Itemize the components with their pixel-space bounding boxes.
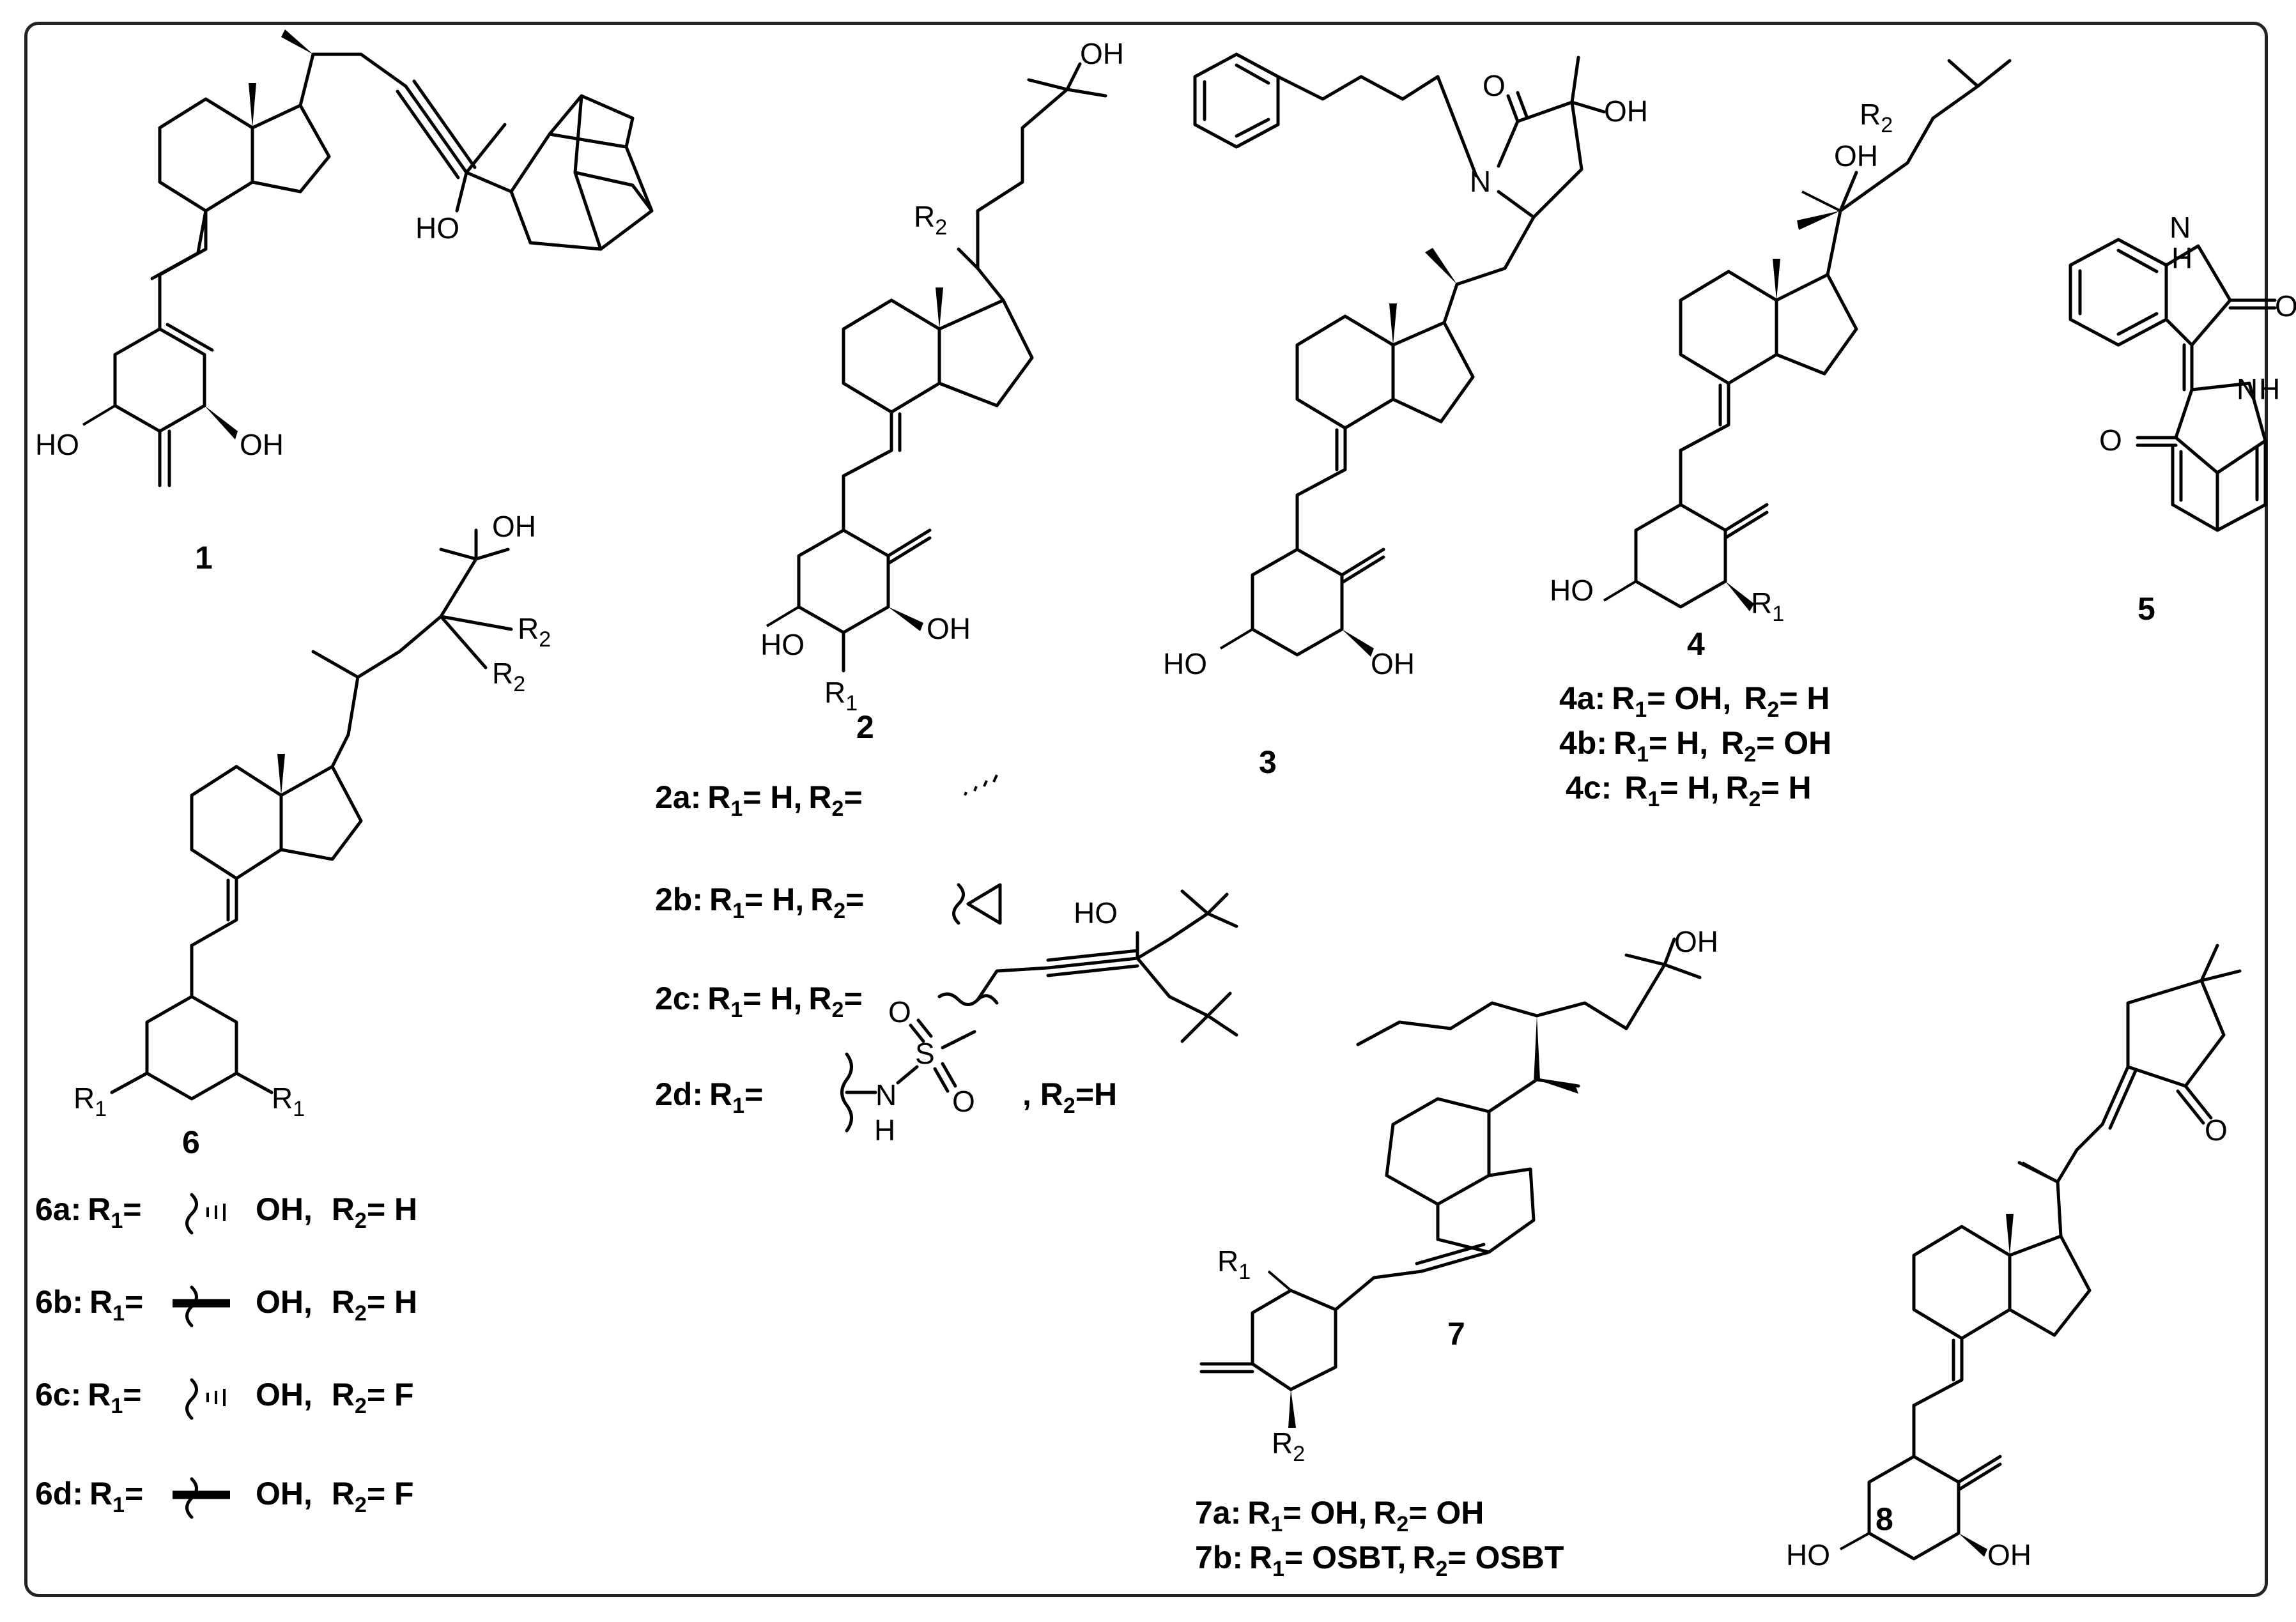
variant-2a: 2a:R1= H,R2= xyxy=(655,779,863,821)
variant-2d-r2: , R2=H xyxy=(1022,1076,1117,1118)
compound-3-label: 3 xyxy=(1259,744,1277,780)
r2-label: R2 xyxy=(914,200,947,240)
variant-6a: 6a:R1= xyxy=(35,1191,142,1233)
r2-label: R2 xyxy=(518,612,551,652)
variant-6a-r1: OH,R2= H xyxy=(256,1191,417,1233)
compound-5: N H O N H O 5 xyxy=(2069,211,2296,627)
r1-label: R1 xyxy=(824,676,858,715)
compound-2-label: 2 xyxy=(856,709,874,745)
hydroxyl-label: OH xyxy=(1371,647,1415,680)
hydroxyl-label: HO xyxy=(1074,896,1118,930)
variant-4a: 4a:R1= OH,R2= H xyxy=(1559,680,1830,722)
variant-2d: 2d:R1= xyxy=(655,1076,763,1118)
oxygen-label: O xyxy=(2275,289,2296,323)
hydroxyl-label: OH xyxy=(1604,95,1648,128)
hydrogen-label: H xyxy=(2259,372,2280,406)
nitrogen-label: N xyxy=(2169,211,2191,244)
compound-8-label: 8 xyxy=(1876,1501,1893,1537)
hydroxyl-label: OH xyxy=(1080,37,1124,70)
r1-label: R1 xyxy=(1217,1244,1251,1284)
variant-6c: 6c:R1= xyxy=(35,1377,142,1418)
hydroxyl-label: OH xyxy=(1834,139,1878,172)
compound-7: OH R1 R2 7 7a:R1= OH,R2= OH 7b:R1= OSBT,… xyxy=(1195,925,1718,1581)
oxygen-label: O xyxy=(1483,69,1506,102)
r1-label: R1 xyxy=(73,1082,107,1121)
compound-8: O HO OH 8 xyxy=(1786,944,2242,1572)
r1-label: R1 xyxy=(272,1082,305,1121)
hydroxyl-label: HO xyxy=(1163,647,1207,680)
hydroxyl-label: HO xyxy=(35,428,79,461)
compound-3: N O OH HO OH 3 xyxy=(1163,52,1648,780)
variant-6c-r1: OH,R2= F xyxy=(256,1377,414,1418)
variant-4b: 4b:R1= H,R2= OH xyxy=(1559,725,1831,767)
variants-6: 6a:R1= OH,R2= H 6b:R1= OH,R2= H 6c:R1= O… xyxy=(35,1191,417,1519)
variant-6d-r1: OH,R2= F xyxy=(256,1476,414,1517)
compound-5-label: 5 xyxy=(2138,591,2155,627)
r1-label: R1 xyxy=(1751,586,1784,626)
figure-panel xyxy=(24,22,2268,1597)
hydroxyl-label: HO xyxy=(1786,1538,1830,1572)
variant-2b: 2b:R1= H,R2= xyxy=(655,882,864,923)
compound-1: HO HO OH 1 xyxy=(35,29,654,576)
oxygen-label: O xyxy=(2099,424,2122,457)
variant-6d: 6d:R1= xyxy=(35,1476,143,1517)
hydroxyl-label: OH xyxy=(927,612,971,645)
nitrogen-label: N xyxy=(875,1078,897,1112)
compound-7-label: 7 xyxy=(1447,1316,1465,1352)
compound-4: R2 OH HO R1 4 4a:R1= OH,R2= H 4b:R1= H,R… xyxy=(1550,59,2012,811)
hydroxyl-label: HO xyxy=(760,628,805,661)
variant-6b: 6b:R1= xyxy=(35,1284,143,1326)
r2-label: R2 xyxy=(1272,1427,1305,1466)
variant-7a: 7a:R1= OH,R2= OH xyxy=(1195,1495,1484,1536)
r2-label: R2 xyxy=(492,657,525,696)
compound-4-label: 4 xyxy=(1687,626,1705,662)
compound-1-label: 1 xyxy=(195,540,213,576)
compound-6: OH R2 R2 R1 R1 6 xyxy=(73,510,551,1160)
hydroxyl-label: HO xyxy=(415,211,459,245)
hydrogen-label: H xyxy=(874,1113,895,1147)
variant-4c: 4c:R1= H,R2= H xyxy=(1566,770,1812,811)
hydroxyl-label: HO xyxy=(1550,574,1594,607)
hydrogen-label: H xyxy=(2171,241,2192,275)
nitrogen-label: N xyxy=(2237,372,2258,406)
hydroxyl-label: OH xyxy=(492,510,536,543)
nitrogen-label: N xyxy=(1470,165,1491,198)
variant-6b-r1: OH,R2= H xyxy=(256,1284,417,1326)
variant-2c: 2c:R1= H,R2= xyxy=(655,981,863,1022)
compound-6-label: 6 xyxy=(182,1124,200,1160)
hydroxyl-label: OH xyxy=(1987,1538,2031,1572)
oxygen-label: O xyxy=(888,995,911,1029)
oxygen-label: O xyxy=(2205,1113,2228,1147)
variants-2: 2a:R1= H,R2= 2b:R1= H,R2= 2c:R1= H,R2= H… xyxy=(655,774,1238,1147)
hydroxyl-label: OH xyxy=(1674,925,1718,958)
r2-label: R2 xyxy=(1860,98,1893,137)
sulfur-label: S xyxy=(915,1037,935,1070)
variant-7b: 7b:R1= OSBT,R2= OSBT xyxy=(1195,1540,1564,1581)
compound-2: OH R2 HO OH R1 2 xyxy=(760,37,1124,745)
oxygen-label: O xyxy=(952,1085,975,1118)
hydroxyl-label: OH xyxy=(240,428,284,461)
